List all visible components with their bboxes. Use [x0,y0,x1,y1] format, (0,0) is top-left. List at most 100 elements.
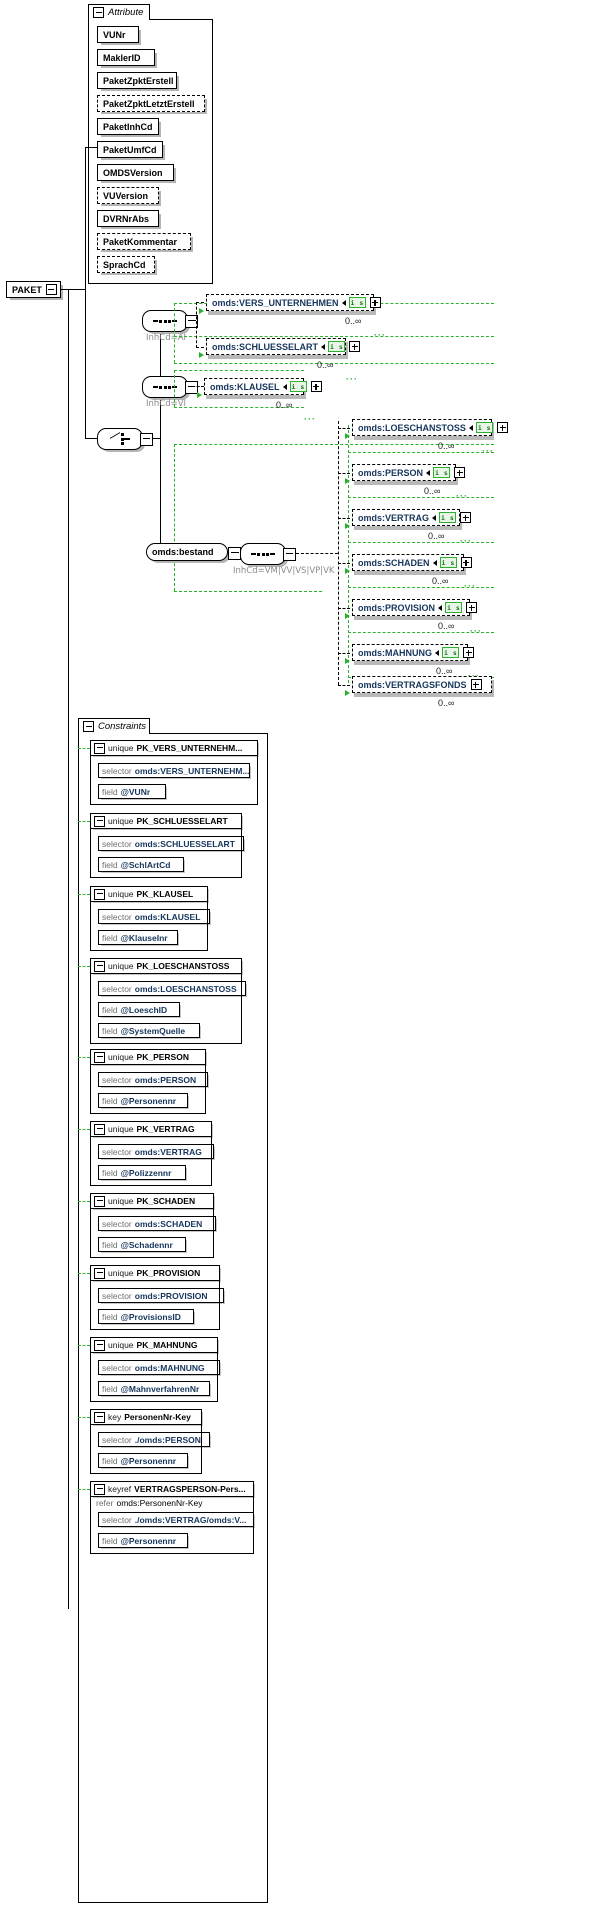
constraints-tab[interactable]: Constraints [78,718,150,734]
element-klausel[interactable]: omds:KLAUSEL i s [204,378,322,395]
constraints-expander-minus-icon[interactable] [83,721,94,732]
element-provision[interactable]: omds:PROVISION i s [352,599,478,616]
constraint-body-frame [90,1424,202,1474]
constraint-row-field[interactable]: field @Polizzennr [98,1165,186,1180]
constraint-key-personennr[interactable]: key PersonenNr-Key [90,1409,202,1425]
attribute-vuversion[interactable]: VUVersion [97,187,159,204]
constraint-expander-minus-icon[interactable] [94,888,105,900]
constraint-unique-pk-vertrag[interactable]: unique PK_VERTRAG [90,1121,212,1137]
constraint-expander-minus-icon[interactable] [94,742,105,754]
constraint-row-field[interactable]: field @VUNr [98,784,166,799]
element-loeschanstoss[interactable]: omds:LOESCHANSTOSS i s [352,419,509,436]
constraint-expander-minus-icon[interactable] [94,1195,105,1207]
choice-expander-minus-icon[interactable] [140,433,153,446]
constraint-row-field[interactable]: field @Personennr [98,1453,188,1468]
constraint-row-field[interactable]: field @LoeschID [98,1002,180,1017]
attribute-vunr[interactable]: VUNr [97,26,139,43]
group-bestand[interactable]: omds:bestand [146,543,228,561]
root-expander-minus-icon[interactable] [45,284,57,295]
sequence-compositor-bestand[interactable] [240,543,296,565]
constraint-unique-pk-provision[interactable]: unique PK_PROVISION [90,1265,220,1281]
constraint-row-field[interactable]: field @SchlArtCd [98,857,184,872]
constraint-expander-minus-icon[interactable] [94,1051,105,1063]
element-expander-plus-icon[interactable] [463,647,475,658]
attribute-paketkommentar[interactable]: PaketKommentar [97,233,191,250]
constraint-unique-pk-mahnung[interactable]: unique PK_MAHNUNG [90,1337,218,1353]
constraint-body-frame [90,1352,218,1402]
constraint-row-selector[interactable]: selector omds:PROVISION [98,1288,224,1303]
constraint-row-selector[interactable]: selector omds:KLAUSEL [98,909,210,924]
element-expander-plus-icon[interactable] [470,679,482,690]
constraint-expander-minus-icon[interactable] [94,1267,105,1279]
constraint-row-selector[interactable]: selector omds:SCHLUESSELART [98,836,244,851]
constraint-unique-pk-klausel[interactable]: unique PK_KLAUSEL [90,886,208,902]
element-expander-plus-icon[interactable] [460,512,472,523]
attribute-sprachcd[interactable]: SprachCd [97,256,155,273]
constraint-row-field[interactable]: field @MahnverfahrenNr [98,1381,210,1396]
constraint-unique-pk-vers-unternehm[interactable]: unique PK_VERS_UNTERNEHM... [90,740,258,756]
constraint-expander-minus-icon[interactable] [94,1339,105,1351]
element-expander-plus-icon[interactable] [466,602,478,613]
element-expander-plus-icon[interactable] [497,422,509,433]
element-expander-plus-icon[interactable] [310,381,322,392]
element-schluesselart[interactable]: omds:SCHLUESSELART i s [206,338,361,355]
attribute-dvrnrabs[interactable]: DVRNrAbs [97,210,159,227]
constraint-keyref-vertragsperson[interactable]: keyref VERTRAGSPERSON-Pers... [90,1481,254,1497]
sequence-expander-minus-icon[interactable] [283,548,296,561]
element-expander-plus-icon[interactable] [454,467,466,478]
constraint-expander-minus-icon[interactable] [94,960,105,972]
attribute-paketzpkterstell[interactable]: PaketZpktErstell [97,72,177,89]
element-mahnung[interactable]: omds:MAHNUNG i s [352,644,475,661]
constraint-row-field[interactable]: field @SystemQuelle [98,1023,200,1038]
constraint-unique-pk-loeschanstoss[interactable]: unique PK_LOESCHANSTOSS [90,958,242,974]
constraint-unique-pk-schaden[interactable]: unique PK_SCHADEN [90,1193,214,1209]
root-node-paket[interactable]: PAKET [6,281,61,298]
constraint-row-key: selector [102,765,132,776]
constraint-row-selector[interactable]: selector omds:SCHADEN [98,1216,216,1231]
constraint-body-frame [90,901,208,951]
attribute-omdsversion[interactable]: OMDSVersion [97,164,174,181]
constraint-row-selector[interactable]: selector ./omds:VERTRAG/omds:V... [98,1512,254,1527]
sequence-compositor-ai[interactable] [142,310,198,332]
sequence-expander-minus-icon[interactable] [185,315,198,328]
attribute-paketinhcd[interactable]: PaketInhCd [97,118,159,135]
sequence-compositor-vi[interactable] [142,376,198,398]
constraint-expander-minus-icon[interactable] [94,1123,105,1135]
attribute-group-tab[interactable]: Attribute [88,4,150,20]
constraint-expander-minus-icon[interactable] [94,815,105,827]
attribute-paketumfcd[interactable]: PaketUmfCd [97,141,163,158]
constraint-row-field[interactable]: field @Personennr [98,1533,188,1548]
constraint-row-field[interactable]: field @ProvisionsID [98,1309,194,1324]
constraint-row-selector[interactable]: selector omds:PERSON [98,1072,208,1087]
element-vers-unternehmen[interactable]: omds:VERS_UNTERNEHMEN i s [206,294,381,311]
constraint-row-selector[interactable]: selector ./omds:PERSON [98,1432,210,1447]
constraint-expander-minus-icon[interactable] [94,1483,105,1495]
attribute-group-expander-minus-icon[interactable] [93,7,104,18]
green-dots: ··· [456,491,468,501]
constraint-expander-minus-icon[interactable] [94,1411,105,1423]
element-schaden[interactable]: omds:SCHADEN i s [352,554,472,571]
element-person[interactable]: omds:PERSON i s [352,464,466,481]
constraint-row-field[interactable]: field @Schadennr [98,1237,186,1252]
element-label: omds:SCHLUESSELART [212,341,319,352]
constraint-row-selector[interactable]: selector omds:VERTRAG [98,1144,214,1159]
constraint-row-selector[interactable]: selector omds:VERS_UNTERNEHM... [98,763,250,778]
green-group-border [174,370,175,407]
element-expander-plus-icon[interactable] [349,341,361,352]
constraint-row-selector[interactable]: selector omds:MAHNUNG [98,1360,220,1375]
choice-compositor[interactable] [97,428,153,450]
constraint-row-field[interactable]: field @KlauseInr [98,930,178,945]
attribute-maklerid[interactable]: MaklerID [97,49,155,66]
constraint-unique-pk-person[interactable]: unique PK_PERSON [90,1049,206,1065]
branch-connector [338,563,350,564]
annotation-inhcd-ai: InhCd=AI [146,333,187,343]
constraint-unique-pk-schluesselart[interactable]: unique PK_SCHLUESSELART [90,813,242,829]
attribute-paketzpktletzterstell[interactable]: PaketZpktLetztErstell [97,95,205,112]
constraint-row-selector[interactable]: selector omds:LOESCHANSTOSS [98,981,246,996]
element-vertrag[interactable]: omds:VERTRAG i s [352,509,472,526]
constraint-link [78,1129,90,1130]
element-expander-plus-icon[interactable] [460,557,472,568]
element-vertragsfonds[interactable]: omds:VERTRAGSFONDS [352,676,492,693]
element-expander-plus-icon[interactable] [369,297,381,308]
constraint-row-field[interactable]: field @Personennr [98,1093,188,1108]
